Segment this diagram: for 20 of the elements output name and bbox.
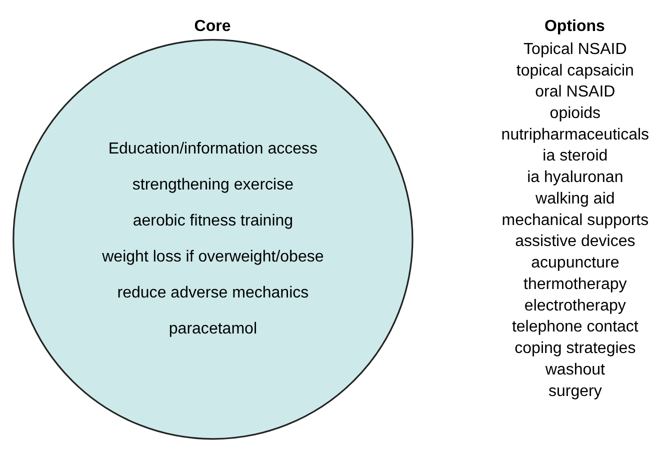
label: washout xyxy=(545,360,606,378)
label: ia steroid xyxy=(542,146,608,165)
label: mechanical supports xyxy=(502,210,649,229)
label: walking aid xyxy=(536,189,615,208)
node-circle: Education/information access strengthening exercise aerobic fitness training weight loss if overweight/obese reduce adverse mechanics paracetamol xyxy=(12,39,414,440)
label: electrotherapy xyxy=(524,296,626,314)
label: surgery xyxy=(548,382,602,400)
label: coping strategies xyxy=(514,339,636,358)
label: telephone contact xyxy=(512,318,638,336)
label: thermotherapy xyxy=(524,274,627,293)
label: assistive devices xyxy=(515,232,636,250)
label: Options xyxy=(544,17,605,36)
label: ia hyaluronan xyxy=(527,168,624,186)
label: topical capsaicin xyxy=(516,61,634,80)
label: Topical NSAID xyxy=(524,40,627,58)
label: nutripharmaceuticals xyxy=(501,125,650,144)
label: opioids xyxy=(550,104,601,122)
label: oral NSAID xyxy=(535,82,616,101)
label: acupuncture xyxy=(531,254,620,272)
label: Core xyxy=(194,17,231,36)
